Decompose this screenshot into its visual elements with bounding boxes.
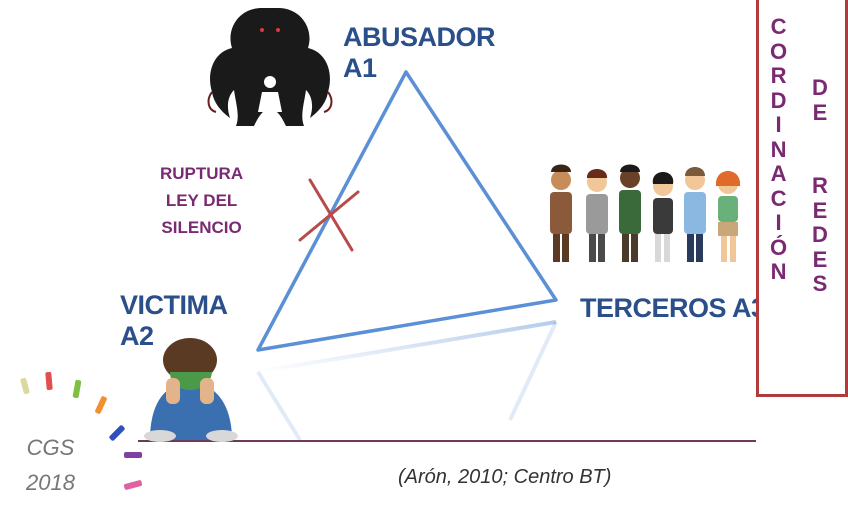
coordinacion-letter: I: [775, 112, 782, 137]
de-column: D E: [812, 75, 828, 125]
coordinacion-letter: I: [775, 210, 782, 235]
abusador-code: A1: [343, 53, 377, 84]
ruptura-line-1: RUPTURA: [160, 164, 244, 183]
people-group-icon: [550, 164, 741, 262]
redes-letter: S: [812, 271, 828, 296]
triangle: [256, 70, 558, 352]
coordinacion-letter: A: [770, 161, 787, 186]
coordinacion-box: [756, 0, 848, 397]
terceros-label: TERCEROS A3: [580, 293, 766, 323]
cross-mark-icon: [298, 178, 360, 252]
triangle-reflection: [256, 320, 558, 442]
coordinacion-letter: D: [770, 87, 787, 113]
de-letter: E: [812, 99, 828, 125]
crying-child-icon: [144, 338, 238, 442]
victima-code: A2: [120, 321, 154, 352]
coordinacion-column: C O R D I N A C I Ó N: [770, 14, 788, 285]
redes-letter: E: [812, 246, 828, 272]
citation: (Arón, 2010; Centro BT): [398, 466, 612, 488]
coordinacion-letter: C: [770, 14, 787, 39]
redes-column: R E D E S: [812, 173, 828, 297]
crayons-icon: [20, 371, 143, 490]
ruptura-line-3: SILENCIO: [161, 218, 242, 238]
coordinacion-letter: Ó: [770, 234, 788, 260]
coordinacion-letter: O: [770, 38, 788, 64]
coordinacion-letter: C: [770, 185, 787, 211]
victima-label: VICTIMA A2: [120, 290, 228, 352]
redes-letter: R: [812, 173, 828, 198]
coordinacion-letter: R: [770, 63, 787, 88]
credit-line-1: CGS: [26, 435, 75, 460]
victima-name: VICTIMA: [120, 290, 228, 320]
de-letter: D: [812, 75, 828, 100]
ruptura-label: RUPTURA LEY DEL SILENCIO: [160, 160, 243, 242]
coordinacion-letter: N: [770, 136, 787, 162]
ruptura-line-2: LEY DEL: [165, 191, 238, 211]
redes-letter: E: [812, 197, 828, 223]
credit-line-2: 2018: [26, 470, 75, 495]
credit: CGS 2018: [26, 430, 75, 500]
redes-letter: D: [812, 222, 828, 247]
abusador-name: ABUSADOR: [343, 22, 496, 52]
abusador-label: ABUSADOR A1: [343, 22, 496, 84]
child-icon: [258, 76, 282, 122]
monster-icon: [207, 8, 333, 126]
coordinacion-letter: N: [770, 259, 787, 284]
